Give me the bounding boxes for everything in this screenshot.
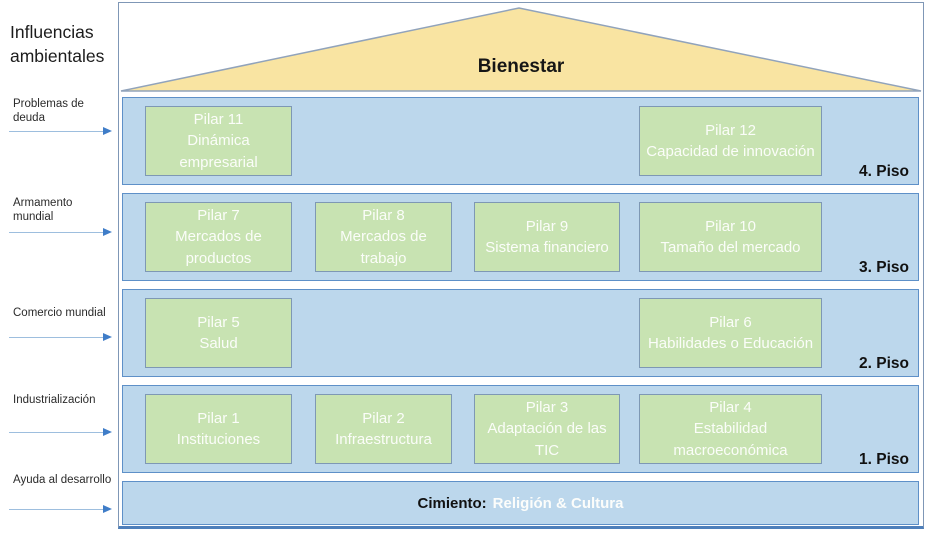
influence-label-industrializacion: Industrialización xyxy=(13,394,96,406)
pillar-box-pilar-5: Pilar 5 Salud xyxy=(145,298,292,368)
pillar-box-pilar-8: Pilar 8 Mercados de trabajo xyxy=(315,202,452,272)
pillar-number: Pilar 4 xyxy=(709,399,752,417)
roof-shape: Bienestar xyxy=(119,4,923,94)
pillar-box-pilar-6: Pilar 6 Habilidades o Educación xyxy=(639,298,822,368)
floor-1-piso: Pilar 1 Instituciones Pilar 2 Infraestructu… xyxy=(122,385,919,473)
floor-3-piso: Pilar 7 Mercados de productos Pilar 8 Merca… xyxy=(122,193,919,281)
floor-label: 4. Piso xyxy=(859,163,909,180)
roof-triangle-icon xyxy=(120,7,922,92)
pillar-description: Estabilidad macroeconómica xyxy=(673,420,788,459)
pillar-number: Pilar 2 xyxy=(362,409,405,427)
pillar-box-pilar-9: Pilar 9 Sistema financiero xyxy=(474,202,620,272)
pillar-number: Pilar 12 xyxy=(705,121,756,139)
pillar-description: Habilidades o Educación xyxy=(647,335,814,352)
pillar-number: Pilar 7 xyxy=(197,207,240,225)
floor-label: 3. Piso xyxy=(859,259,909,276)
pillar-number: Pilar 5 xyxy=(197,313,240,331)
pillar-description: Dinámica empresarial xyxy=(179,132,258,171)
pillar-description: Capacidad de innovación xyxy=(646,143,815,160)
pillar-box-pilar-1: Pilar 1 Instituciones xyxy=(145,394,292,464)
floor-2-piso: Pilar 5 Salud Pilar 6 Habilidades o Educaci… xyxy=(122,289,919,377)
right-arrow-icon xyxy=(9,333,112,342)
pillar-box-pilar-2: Pilar 2 Infraestructura xyxy=(315,394,452,464)
pillar-number: Pilar 11 xyxy=(193,111,244,129)
pillar-description: Tamaño del mercado xyxy=(660,239,801,256)
pillar-box-pilar-7: Pilar 7 Mercados de productos xyxy=(145,202,292,272)
pillar-description: Salud xyxy=(199,335,238,352)
pillar-description: Adaptación de las TIC xyxy=(487,420,607,459)
pillar-description: Infraestructura xyxy=(335,431,432,448)
pillar-box-pilar-10: Pilar 10 Tamaño del mercado xyxy=(639,202,822,272)
pillar-description: Instituciones xyxy=(176,431,261,448)
foundation-prefix: Cimiento: xyxy=(417,494,487,512)
pillar-number: Pilar 1 xyxy=(197,409,240,427)
influence-label-comercio-mundial: Comercio mundial xyxy=(13,307,106,319)
pillar-description: Sistema financiero xyxy=(485,239,609,256)
pillar-description: Mercados de trabajo xyxy=(340,228,427,267)
right-arrow-icon xyxy=(9,505,112,514)
influence-label-ayuda-al-desarrollo: Ayuda al desarrollo xyxy=(13,474,112,486)
influence-label-armamento-mundial: Armamento mundial xyxy=(13,197,73,224)
pillar-number: Pilar 9 xyxy=(525,217,569,235)
environmental-influences-title: Influencias ambientales xyxy=(10,22,105,67)
roof-title: Bienestar xyxy=(477,56,565,77)
right-arrow-icon xyxy=(9,228,112,237)
influence-label-problemas-de-deuda: Problemas de deuda xyxy=(13,98,84,125)
foundation-value: Religión & Cultura xyxy=(492,494,624,512)
pillar-number: Pilar 6 xyxy=(709,313,752,331)
pillar-number: Pilar 8 xyxy=(362,207,405,225)
pillar-box-pilar-12: Pilar 12 Capacidad de innovación xyxy=(639,106,822,176)
floor-label: 2. Piso xyxy=(859,355,909,372)
right-arrow-icon xyxy=(9,428,112,437)
pillar-box-pilar-4: Pilar 4 Estabilidad macroeconómica xyxy=(639,394,822,464)
pillar-box-pilar-3: Pilar 3 Adaptación de las TIC xyxy=(474,394,620,464)
pillar-number: Pilar 3 xyxy=(525,399,569,417)
floor-label: 1. Piso xyxy=(859,451,909,468)
floor-4-piso: Pilar 11 Dinámica empresarial Pilar 12 Capa… xyxy=(122,97,919,185)
pillar-box-pilar-11: Pilar 11 Dinámica empresarial xyxy=(145,106,292,176)
foundation-bar: Cimiento: Religión & Cultura xyxy=(122,481,919,525)
right-arrow-icon xyxy=(9,127,112,136)
pillar-description: Mercados de productos xyxy=(175,228,262,267)
pillar-number: Pilar 10 xyxy=(705,217,756,235)
